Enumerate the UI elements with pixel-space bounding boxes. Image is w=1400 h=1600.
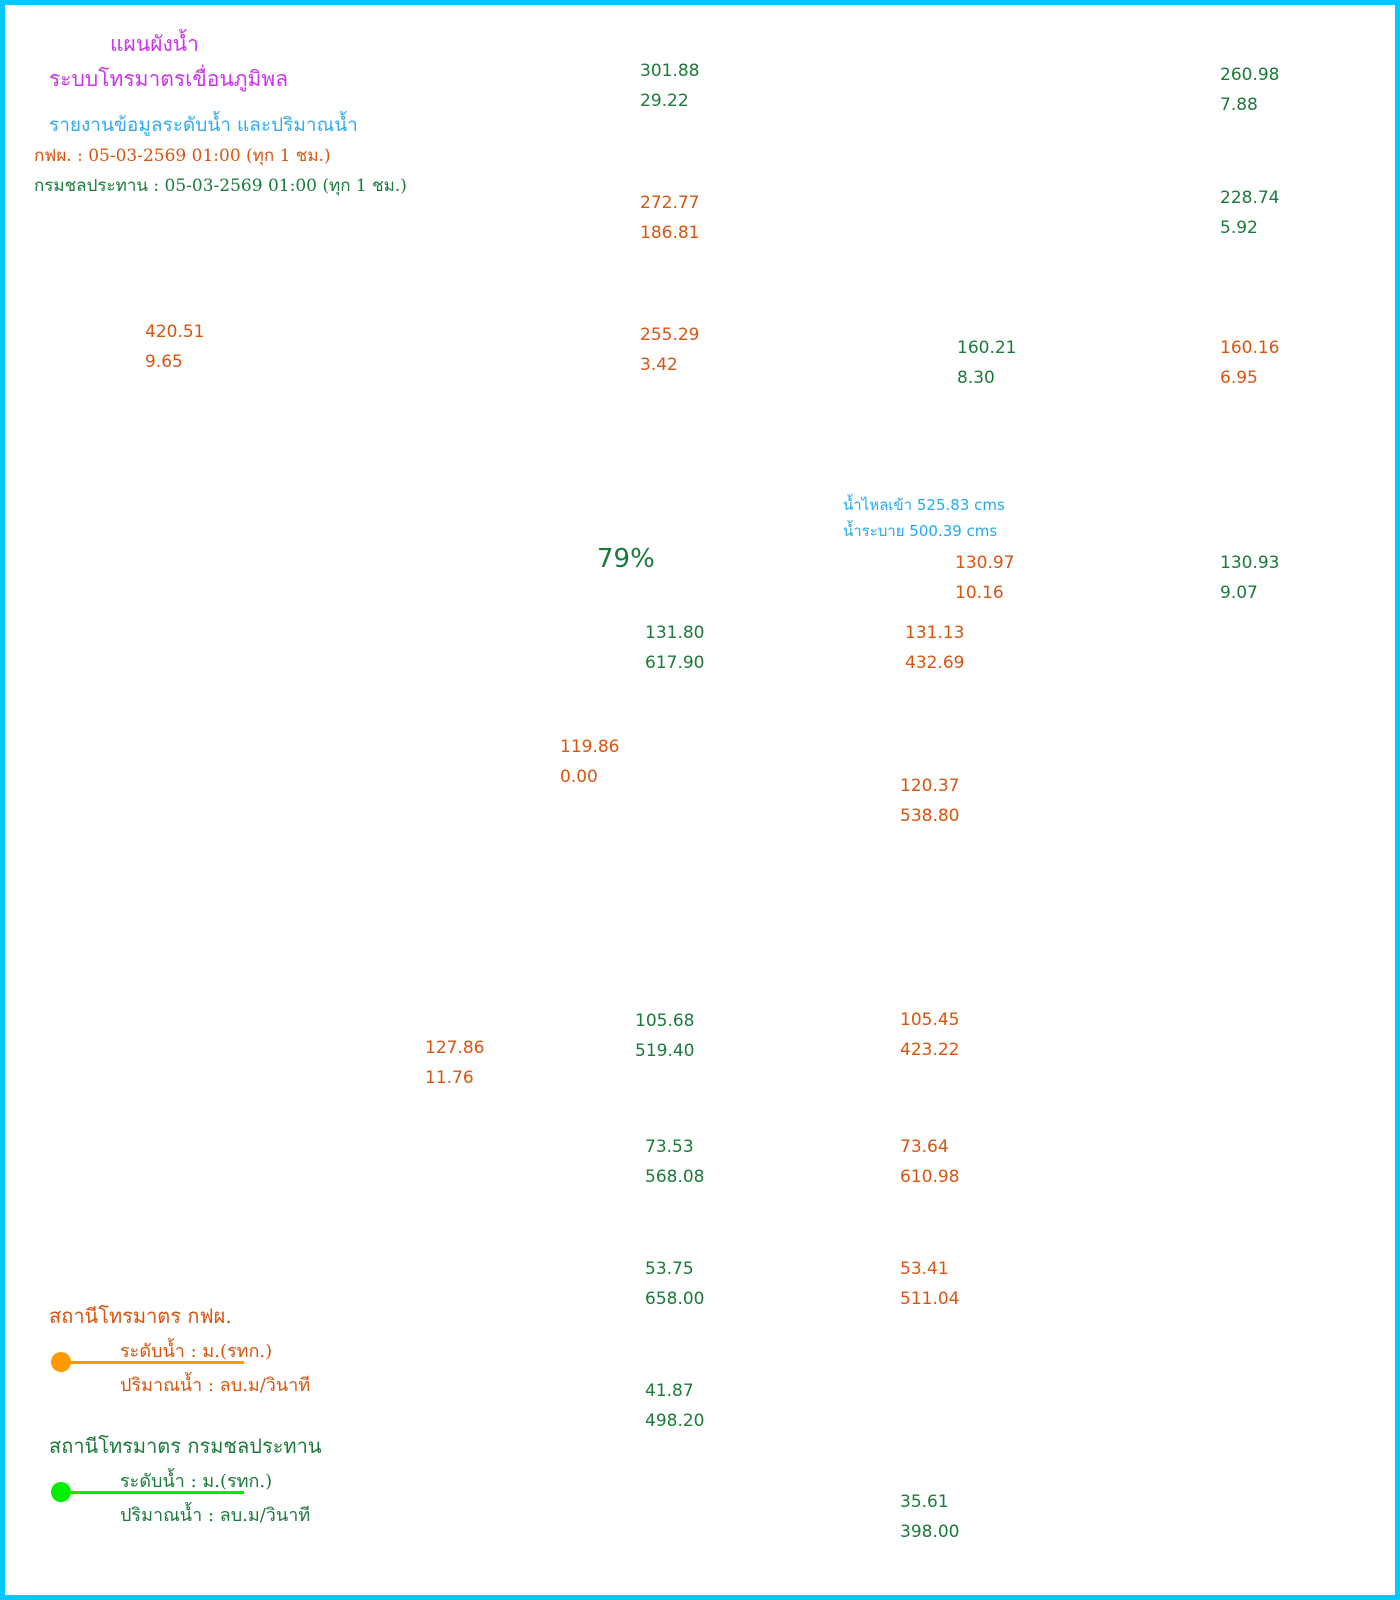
station-rid: 160.21 8.30 <box>957 333 1016 393</box>
station-discharge: 658.00 <box>645 1289 705 1309</box>
station-egat: 120.37 538.80 <box>900 771 959 831</box>
egat-update-time: กฟผ. : 05-03-2569 01:00 (ทุก 1 ชม.) <box>34 146 331 166</box>
station-rid: 228.74 5.92 <box>1220 183 1279 243</box>
station-discharge: 11.76 <box>425 1068 474 1088</box>
station-water-level: 53.75 <box>645 1259 694 1279</box>
station-discharge: 498.20 <box>645 1411 705 1431</box>
station-egat: 130.97 10.16 <box>955 548 1014 608</box>
station-rid: 73.53 568.08 <box>645 1132 704 1192</box>
station-egat: 160.16 6.95 <box>1220 333 1279 393</box>
station-discharge: 511.04 <box>900 1289 960 1309</box>
station-water-level: 272.77 <box>640 193 700 213</box>
station-egat: 272.77 186.81 <box>640 188 699 248</box>
dam-release: น้ำระบาย 500.39 cms <box>843 522 998 540</box>
legend-rid-title: สถานีโทรมาตร กรมชลประทาน <box>49 1434 322 1458</box>
station-discharge: 10.16 <box>955 583 1004 603</box>
page-subtitle: ระบบโทรมาตรเขื่อนภูมิพล <box>49 67 289 91</box>
station-water-level: 120.37 <box>900 776 960 796</box>
station-discharge: 9.65 <box>145 352 183 372</box>
legend-egat-line <box>60 1361 244 1364</box>
station-water-level: 41.87 <box>645 1381 694 1401</box>
station-egat: 73.64 610.98 <box>900 1132 959 1192</box>
station-discharge: 398.00 <box>900 1522 960 1542</box>
legend-rid-line <box>60 1491 244 1494</box>
station-water-level: 130.97 <box>955 553 1015 573</box>
station-water-level: 130.93 <box>1220 553 1280 573</box>
legend-rid-flow: ปริมาณน้ำ : ลบ.ม/วินาที <box>120 1505 311 1526</box>
station-water-level: 127.86 <box>425 1038 485 1058</box>
station-discharge: 423.22 <box>900 1040 960 1060</box>
station-water-level: 73.53 <box>645 1137 694 1157</box>
station-rid: 41.87 498.20 <box>645 1376 704 1436</box>
station-water-level: 131.13 <box>905 623 965 643</box>
station-water-level: 420.51 <box>145 322 205 342</box>
station-discharge: 9.07 <box>1220 583 1258 603</box>
station-rid: 260.98 7.88 <box>1220 60 1279 120</box>
station-discharge: 3.42 <box>640 355 678 375</box>
dam-storage-percent: 79% <box>597 544 655 574</box>
station-egat: 53.41 511.04 <box>900 1254 959 1314</box>
station-water-level: 53.41 <box>900 1259 949 1279</box>
station-egat: 105.45 423.22 <box>900 1005 959 1065</box>
legend-rid-level: ระดับน้ำ : ม.(รทก.) <box>120 1471 273 1492</box>
station-discharge: 29.22 <box>640 91 689 111</box>
dam-inflow: น้ำไหลเข้า 525.83 cms <box>843 496 1005 514</box>
legend-egat-flow: ปริมาณน้ำ : ลบ.ม/วินาที <box>120 1375 311 1396</box>
station-water-level: 35.61 <box>900 1492 949 1512</box>
station-egat: 255.29 3.42 <box>640 320 699 380</box>
station-egat: 420.51 9.65 <box>145 317 204 377</box>
station-water-level: 301.88 <box>640 61 700 81</box>
station-water-level: 228.74 <box>1220 188 1280 208</box>
rid-update-time: กรมชลประทาน : 05-03-2569 01:00 (ทุก 1 ชม… <box>34 176 407 196</box>
station-discharge: 6.95 <box>1220 368 1258 388</box>
station-water-level: 260.98 <box>1220 65 1280 85</box>
station-rid: 35.61 398.00 <box>900 1487 959 1547</box>
station-discharge: 0.00 <box>560 767 598 787</box>
station-water-level: 73.64 <box>900 1137 949 1157</box>
station-discharge: 432.69 <box>905 653 965 673</box>
station-discharge: 8.30 <box>957 368 995 388</box>
station-water-level: 119.86 <box>560 737 620 757</box>
station-egat: 131.13 432.69 <box>905 618 964 678</box>
station-water-level: 105.45 <box>900 1010 960 1030</box>
station-egat: 127.86 11.76 <box>425 1033 484 1093</box>
station-discharge: 186.81 <box>640 223 700 243</box>
station-discharge: 610.98 <box>900 1167 960 1187</box>
station-water-level: 131.80 <box>645 623 705 643</box>
page-title: แผนผังน้ำ <box>110 32 199 56</box>
station-discharge: 519.40 <box>635 1041 695 1061</box>
station-discharge: 617.90 <box>645 653 705 673</box>
station-discharge: 568.08 <box>645 1167 705 1187</box>
station-water-level: 160.16 <box>1220 338 1280 358</box>
station-water-level: 255.29 <box>640 325 700 345</box>
dam-flow-info: น้ำไหลเข้า 525.83 cms น้ำระบาย 500.39 cm… <box>843 492 1005 544</box>
station-egat: 119.86 0.00 <box>560 732 619 792</box>
station-rid: 131.80 617.90 <box>645 618 704 678</box>
legend-egat-title: สถานีโทรมาตร กฟผ. <box>49 1304 232 1328</box>
legend-egat-level: ระดับน้ำ : ม.(รทก.) <box>120 1341 273 1362</box>
station-rid: 105.68 519.40 <box>635 1006 694 1066</box>
station-discharge: 538.80 <box>900 806 960 826</box>
report-heading: รายงานข้อมูลระดับน้ำ และปริมาณน้ำ <box>49 114 358 136</box>
station-water-level: 160.21 <box>957 338 1017 358</box>
station-rid: 130.93 9.07 <box>1220 548 1279 608</box>
station-discharge: 7.88 <box>1220 95 1258 115</box>
station-rid: 301.88 29.22 <box>640 56 699 116</box>
station-water-level: 105.68 <box>635 1011 695 1031</box>
station-discharge: 5.92 <box>1220 218 1258 238</box>
station-rid: 53.75 658.00 <box>645 1254 704 1314</box>
